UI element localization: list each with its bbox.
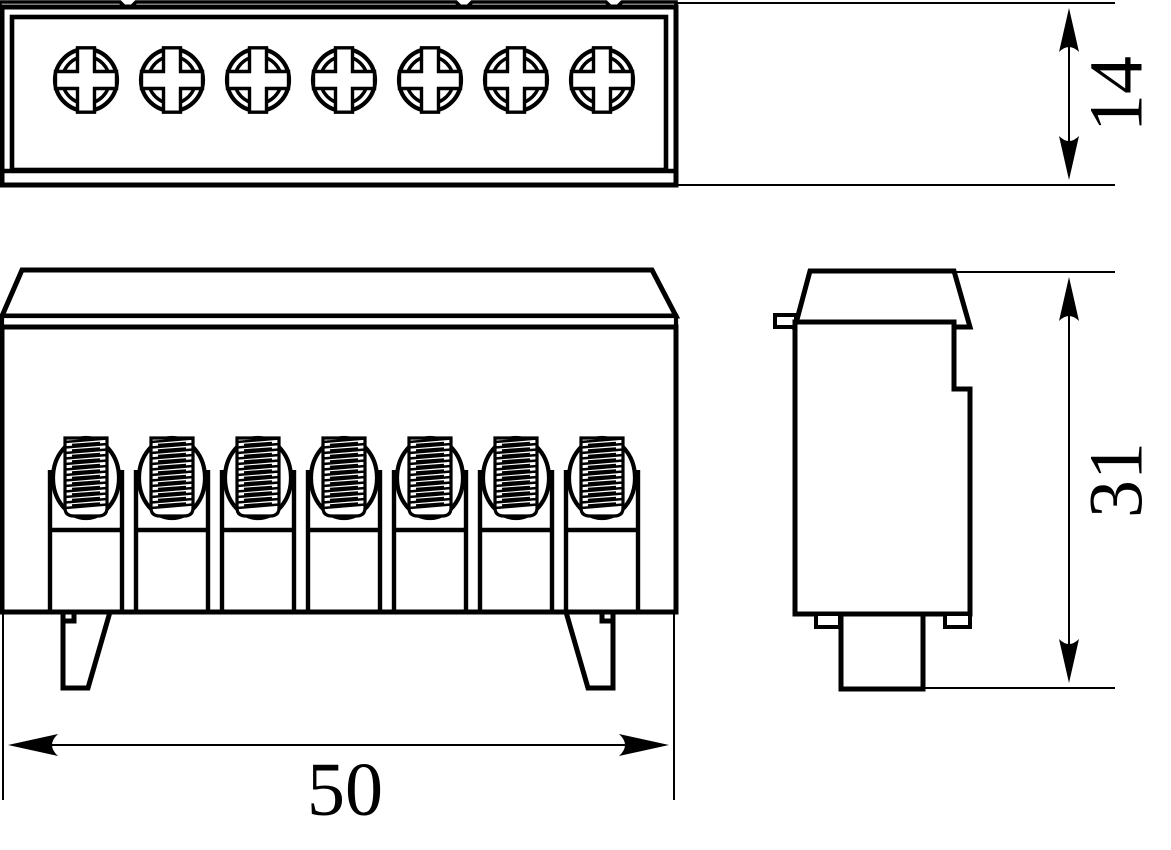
dim50-arrow-left bbox=[8, 734, 58, 756]
screw-head-2 bbox=[141, 48, 203, 112]
front-view-foot-right bbox=[562, 609, 616, 691]
screw-head-6 bbox=[485, 48, 547, 112]
front-view bbox=[0, 267, 681, 691]
clamp-screw-4 bbox=[311, 438, 377, 518]
dimension-depth-14: 14 bbox=[676, 2, 1158, 186]
dim50-label: 50 bbox=[307, 748, 383, 832]
front-view-terminal-wells bbox=[47, 470, 641, 612]
clamp-screw-1 bbox=[53, 438, 119, 518]
clamp-screw-6 bbox=[483, 438, 549, 518]
clamp-screw-2 bbox=[139, 438, 205, 518]
dim14-arrow-down bbox=[1059, 136, 1079, 180]
clamp-screw-5 bbox=[397, 438, 463, 518]
side-view-solder-pin bbox=[838, 611, 926, 692]
top-view bbox=[0, 0, 679, 188]
clamp-screw-7 bbox=[569, 438, 635, 518]
front-view-foot-left bbox=[60, 609, 114, 691]
dim14-arrow-up bbox=[1059, 8, 1079, 52]
side-view-seat-right bbox=[943, 612, 972, 629]
screw-head-4 bbox=[313, 48, 375, 112]
dim14-label: 14 bbox=[1074, 56, 1158, 132]
side-view-seat-left bbox=[814, 612, 842, 629]
screw-head-3 bbox=[227, 48, 289, 112]
dimension-width-50: 50 bbox=[2, 612, 675, 832]
screw-head-5 bbox=[399, 48, 461, 112]
dim50-arrow-right bbox=[619, 734, 669, 756]
side-view-top-cap bbox=[791, 268, 974, 330]
dim31-arrow-down bbox=[1059, 639, 1079, 683]
dim31-label: 31 bbox=[1074, 442, 1158, 518]
clamp-screw-3 bbox=[225, 438, 291, 518]
front-view-top-cap bbox=[0, 267, 681, 319]
dim31-arrow-up bbox=[1059, 277, 1079, 321]
side-view bbox=[773, 268, 974, 692]
dimension-height-31: 31 bbox=[923, 271, 1158, 689]
screw-head-1 bbox=[55, 48, 117, 112]
side-view-body bbox=[792, 319, 973, 617]
screw-head-7 bbox=[571, 48, 633, 112]
